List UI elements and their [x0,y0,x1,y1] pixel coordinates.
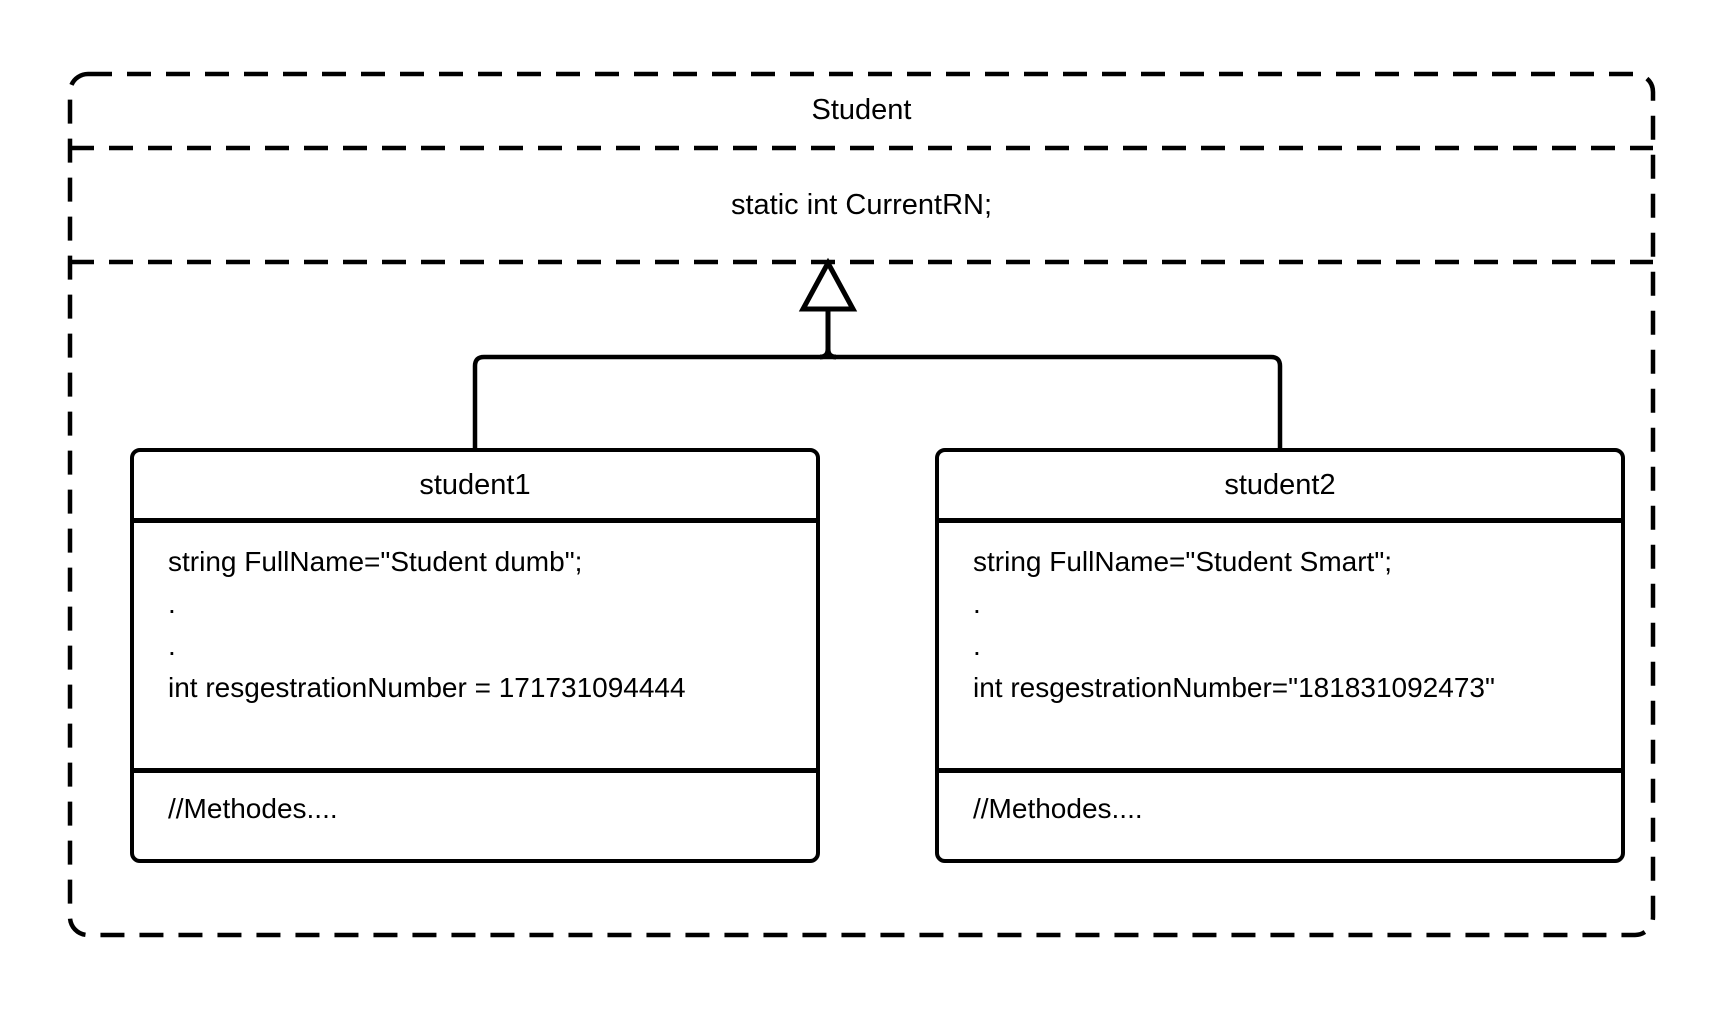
attribute-line: . [168,630,176,661]
student2-methods: //Methodes.... [973,793,1143,824]
attribute-line: . [168,588,176,619]
attribute-line: int resgestrationNumber = 171731094444 [168,672,686,703]
class-dashed-border [67,71,1656,938]
student2-box: student2 string FullName="Student Smart"… [935,448,1625,863]
student2-attributes: string FullName="Student Smart"; . . int… [939,523,1621,773]
attribute-line: int resgestrationNumber="181831092473" [973,672,1495,703]
student2-name: student2 [939,452,1621,523]
static-field-currentrn: static int CurrentRN; [730,188,993,221]
student1-methods: //Methodes.... [168,793,338,824]
attribute-line: string FullName="Student dumb"; [168,546,583,577]
attribute-line: . [973,588,981,619]
inheritance-arrow-icon [798,257,858,312]
student1-name: student1 [134,452,816,523]
inheritance-stem [819,311,837,360]
attribute-line: . [973,630,981,661]
attribute-line: string FullName="Student Smart"; [973,546,1393,577]
instance-connector [472,354,1283,448]
student1-box: student1 string FullName="Student dumb";… [130,448,820,863]
student1-attributes: string FullName="Student dumb"; . . int … [134,523,816,773]
class-title: Student [811,93,912,126]
